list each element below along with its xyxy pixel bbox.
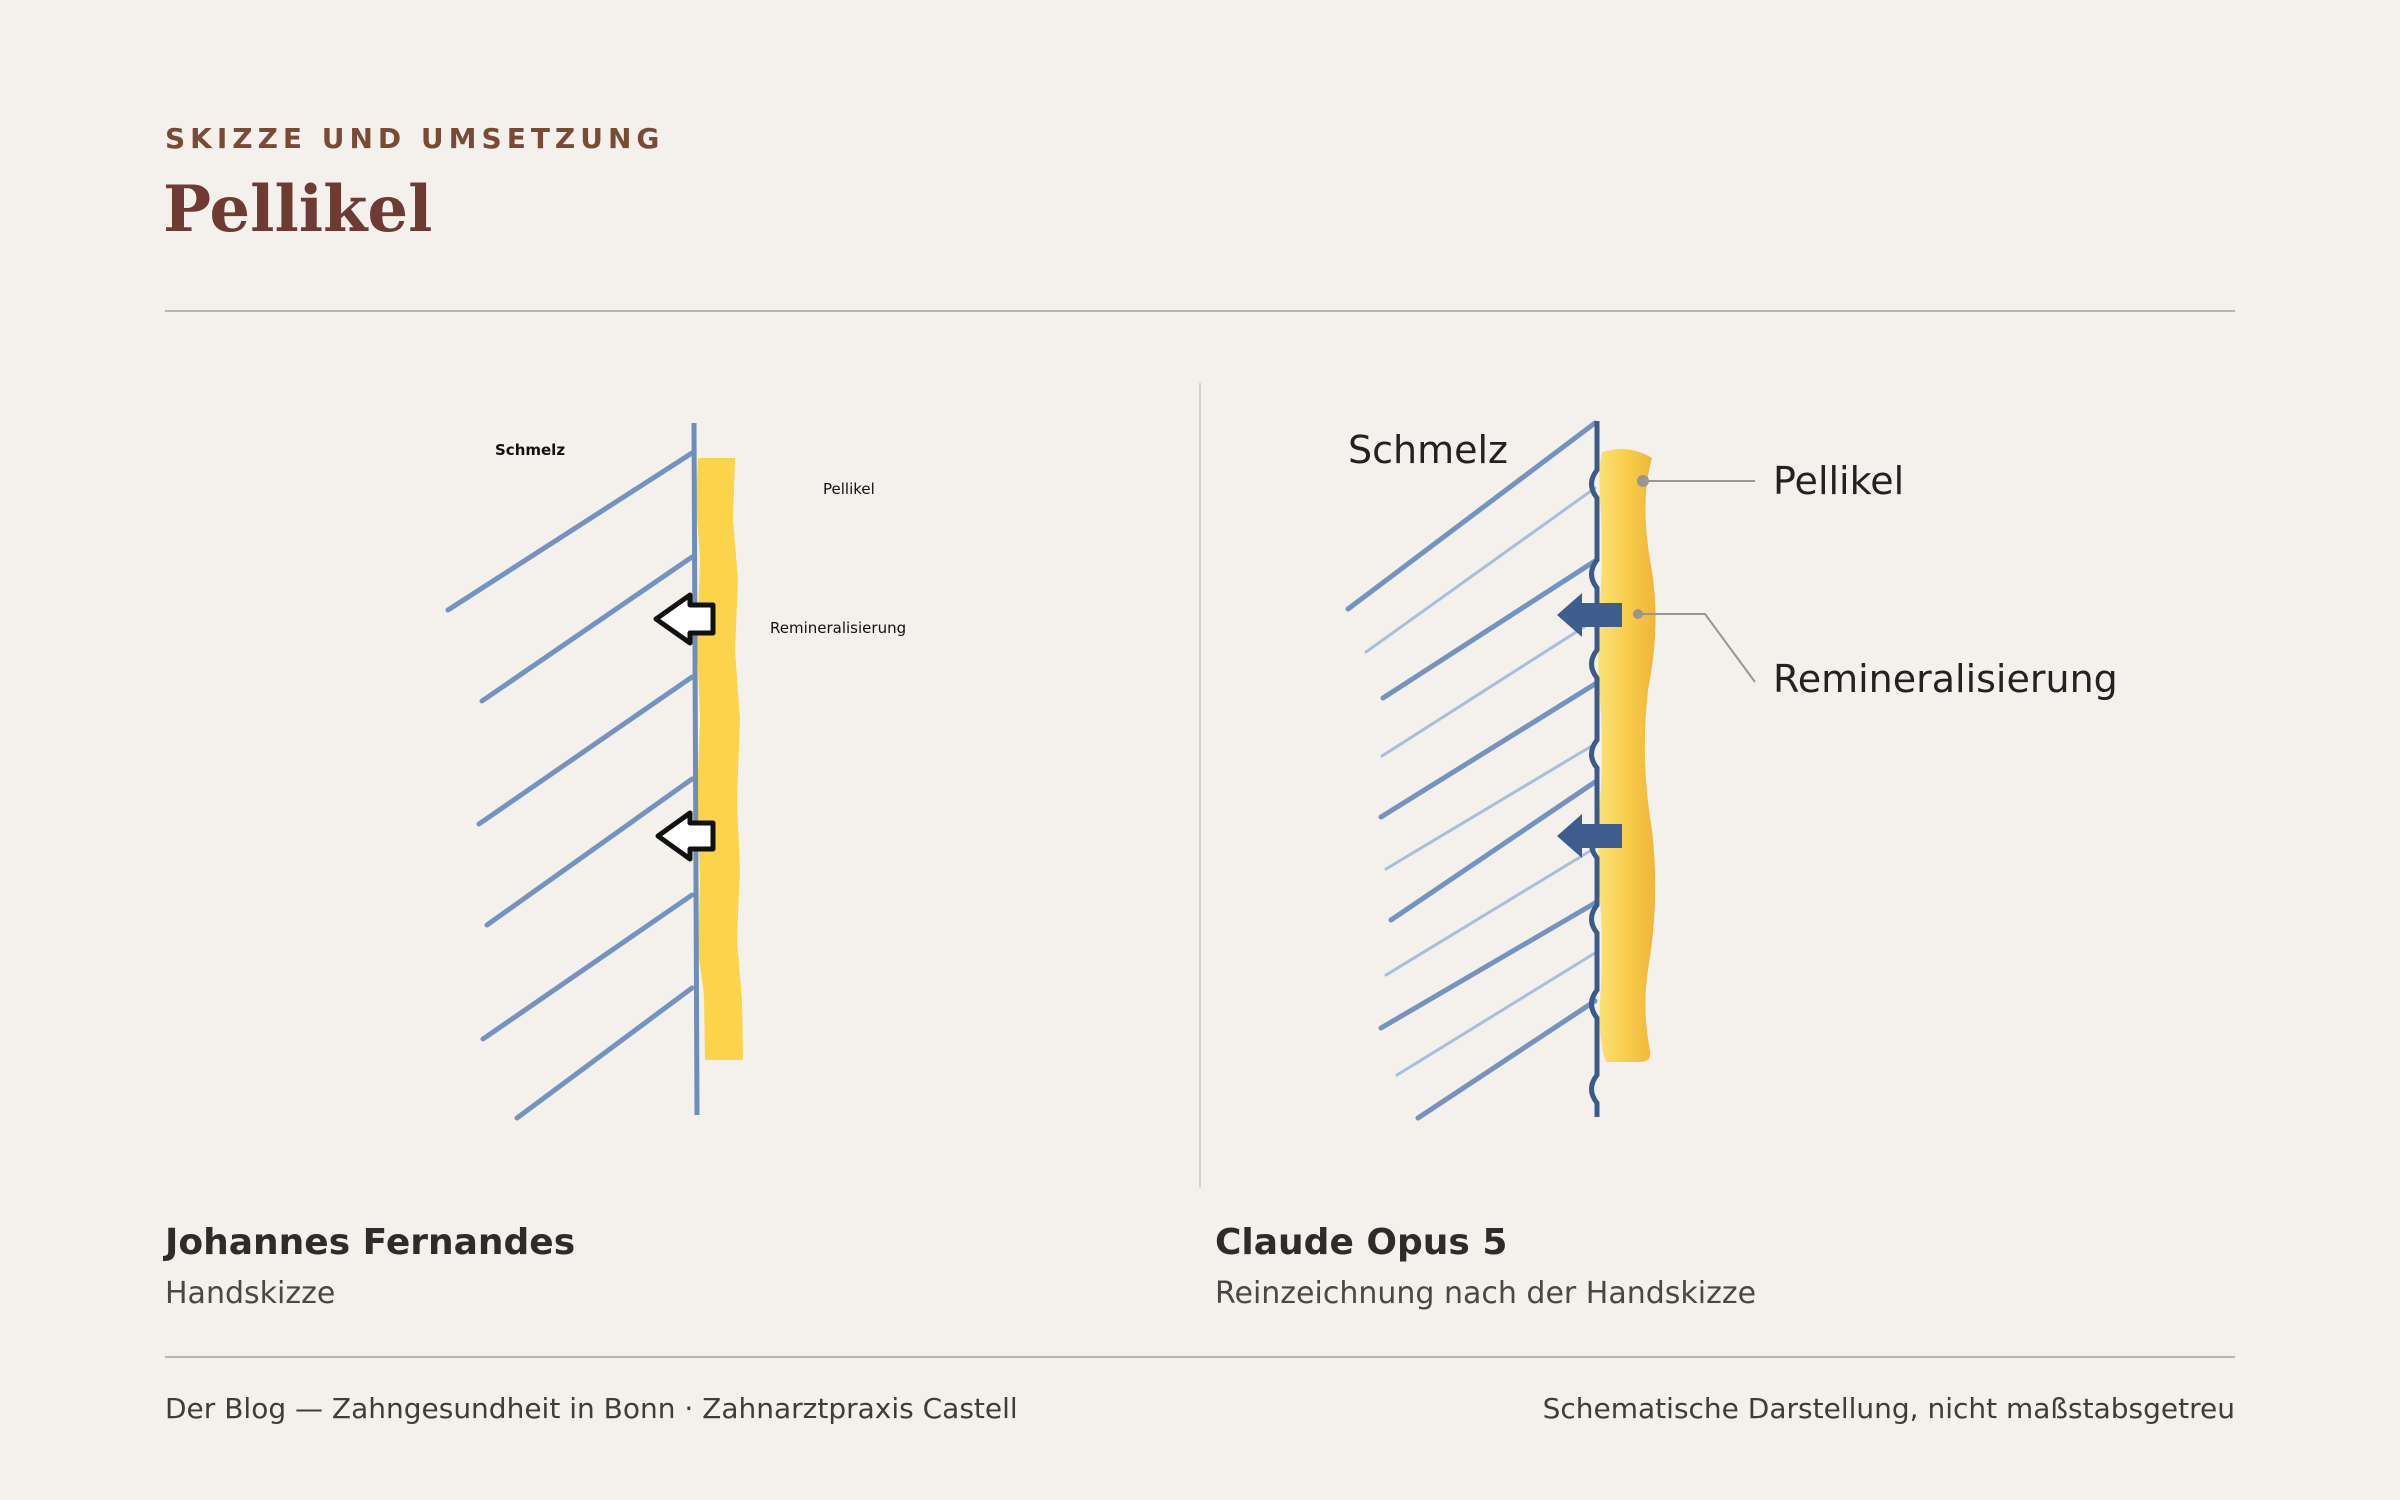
illustration-label-pellicle: Pellikel	[1773, 459, 1904, 503]
leader-dot-remineralization	[1633, 609, 1643, 619]
illustration-enamel-lines	[1345, 420, 1598, 1121]
sketch-tooth-surface	[691, 422, 700, 1116]
sketch-arrow-lower	[655, 810, 716, 862]
sketch-pellicle-band	[696, 458, 743, 1060]
illustration-leader-lines	[1638, 480, 1756, 683]
illustration-label-enamel: Schmelz	[1348, 428, 1508, 472]
illustration-arrow-upper	[1557, 593, 1622, 637]
illustration-enamel-lines-light	[1364, 486, 1597, 1077]
sketch-label-remineralization: Remineralisierung	[770, 619, 906, 637]
sketch-label-enamel: Schmelz	[495, 441, 565, 459]
right-caption-author: Claude Opus 5	[1215, 1222, 1508, 1263]
header-divider	[165, 310, 2235, 312]
illustration-arrow-lower	[1557, 814, 1622, 858]
illustration-tooth-surface	[1589, 421, 1600, 1117]
footer-divider	[165, 1356, 2235, 1358]
right-caption-subtitle: Reinzeichnung nach der Handskizze	[1215, 1276, 1757, 1311]
sketch-enamel-lines	[445, 450, 695, 1121]
sketch-label-pellicle: Pellikel	[823, 480, 875, 498]
footer-disclaimer: Schematische Darstellung, nicht maßstabs…	[1542, 1392, 2235, 1425]
illustration-pellicle	[1598, 449, 1656, 1062]
clean-illustration: Schmelz Pellikel Remineralisierung	[1345, 420, 2118, 1121]
left-caption-author: Johannes Fernandes	[165, 1222, 576, 1263]
section-eyebrow: SKIZZE UND UMSETZUNG	[165, 122, 665, 155]
leader-dot-pellicle	[1637, 475, 1649, 487]
footer-blog-credit: Der Blog — Zahngesundheit in Bonn · Zahn…	[165, 1392, 1018, 1425]
page-title: Pellikel	[163, 172, 433, 247]
left-caption-subtitle: Handskizze	[165, 1276, 336, 1311]
sketch-arrow-upper	[653, 592, 716, 646]
panel-divider	[1199, 383, 1201, 1188]
illustration-label-remineralization: Remineralisierung	[1773, 657, 2118, 701]
hand-sketch: Schmelz Pellikel Remineralisierung	[445, 422, 906, 1121]
